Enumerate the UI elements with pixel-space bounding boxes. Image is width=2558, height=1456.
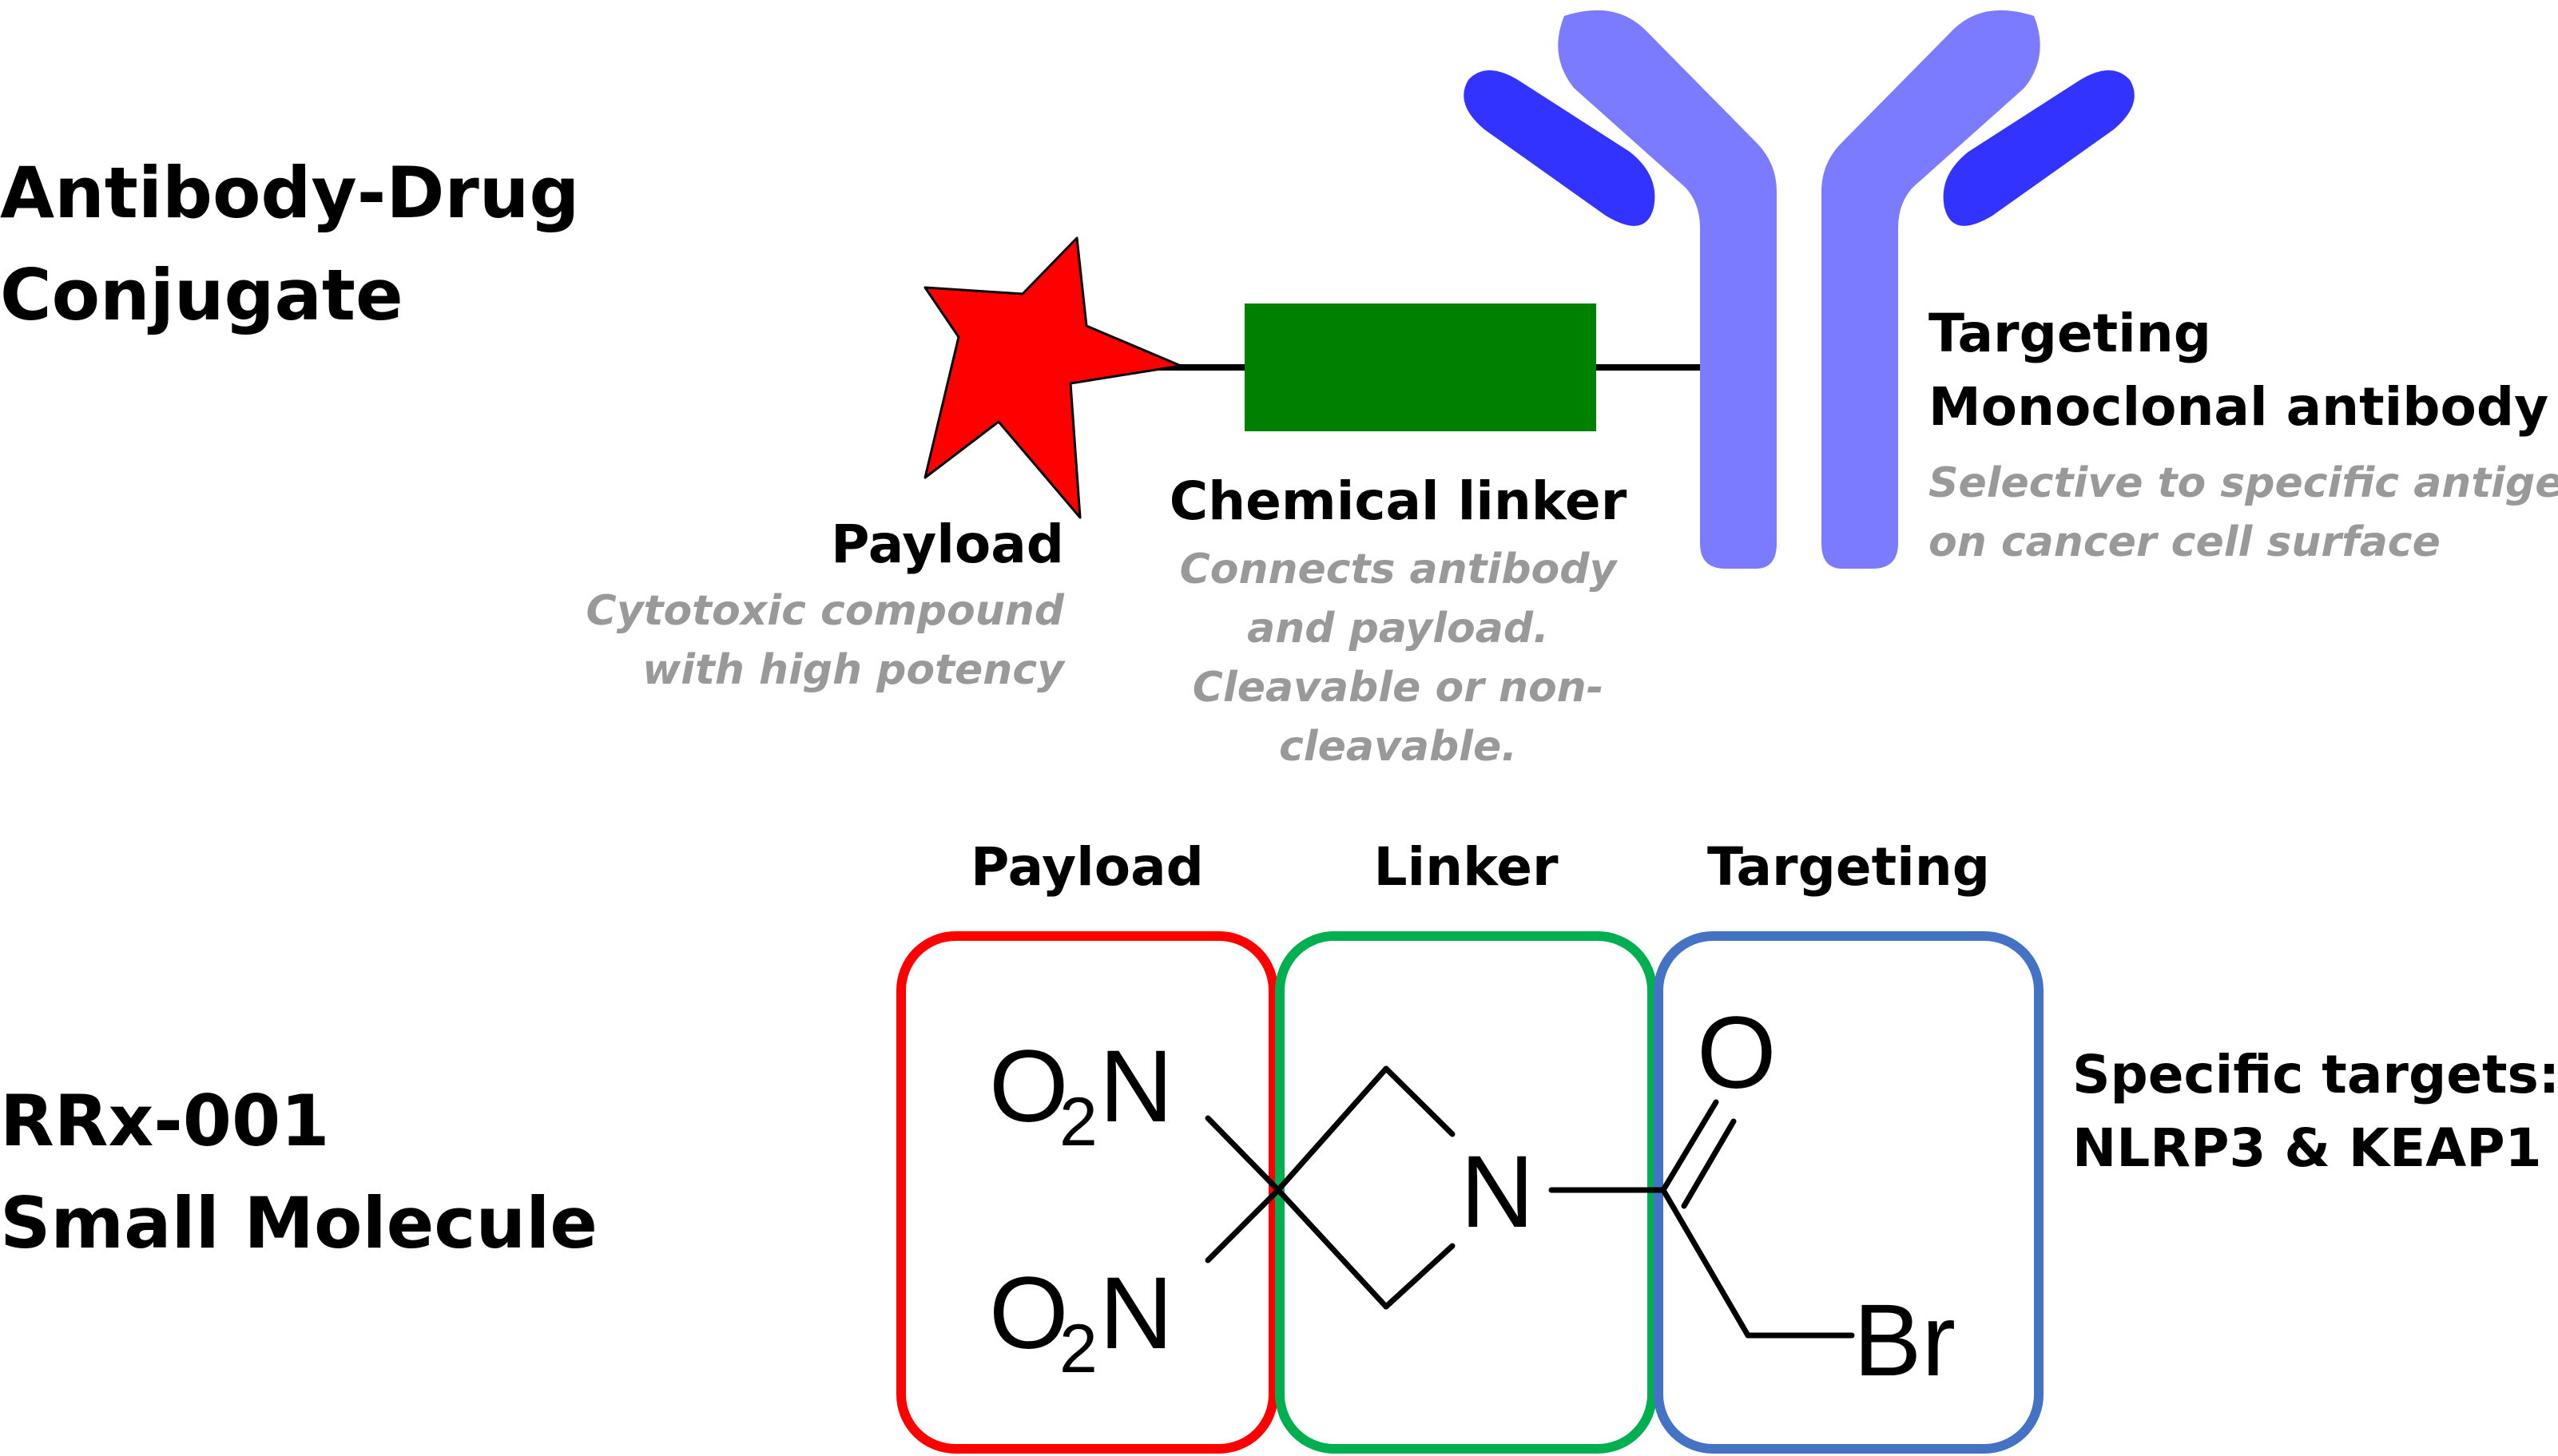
payload-title: Payload <box>687 508 1064 581</box>
adc-section-title: Antibody-Drug Conjugate <box>0 142 579 347</box>
payload-desc-line-1: Cytotoxic compound <box>586 587 1064 635</box>
payload-star-icon <box>924 236 1182 519</box>
group-label-targeting: Targeting <box>1658 831 2039 904</box>
atom-ring-n: N <box>1460 1135 1534 1249</box>
group-label-targeting-text: Targeting <box>1706 836 1990 898</box>
atom-sub-top: 2 <box>1059 1084 1098 1160</box>
chemical-linker-box <box>1245 303 1596 431</box>
atom-o-top: O <box>989 1030 1069 1144</box>
atom-o-bottom: O <box>989 1256 1069 1371</box>
specific-targets: Specific targets: NLRP3 & KEAP1 <box>2072 1038 2558 1185</box>
small-molecule-section-title: RRx-001 Small Molecule <box>0 1070 598 1275</box>
adc-title-line-1: Antibody-Drug <box>0 152 580 234</box>
specific-targets-line-1: Specific targets: <box>2072 1044 2558 1105</box>
small-molecule-title-line-1: RRx-001 <box>0 1080 330 1162</box>
group-label-linker-text: Linker <box>1373 836 1559 898</box>
atom-n-bottom: N <box>1099 1256 1173 1371</box>
adc-title-line-2: Conjugate <box>0 254 403 336</box>
linker-desc-line-2: and payload. <box>1247 605 1549 653</box>
monoclonal-antibody-icon <box>1464 10 2135 569</box>
group-label-payload: Payload <box>901 831 1273 904</box>
payload-desc-line-2: with high potency <box>642 646 1064 694</box>
antibody-desc-line-1: Selective to specific antigens <box>1928 459 2558 507</box>
specific-targets-line-2: NLRP3 & KEAP1 <box>2072 1117 2542 1179</box>
chemical-linker-title: Chemical linker <box>1142 465 1654 538</box>
antibody-title-line-2: Monoclonal antibody <box>1928 376 2549 438</box>
group-label-payload-text: Payload <box>971 836 1204 898</box>
chemical-linker-description: Connects antibody and payload. Cleavable… <box>1142 540 1654 776</box>
antibody-title-line-1: Targeting <box>1928 303 2212 364</box>
payload-description: Cytotoxic compound with high potency <box>543 581 1064 700</box>
linker-desc-line-3: Cleavable or non- <box>1192 664 1604 712</box>
atom-sub-bottom: 2 <box>1059 1311 1098 1387</box>
group-label-linker: Linker <box>1280 831 1652 904</box>
atom-o2n-bottom: O 2 N <box>989 1256 1173 1387</box>
atom-o2n-top: O 2 N <box>989 1030 1173 1160</box>
antibody-desc-line-2: on cancer cell surface <box>1928 518 2441 566</box>
payload-title-text: Payload <box>831 514 1064 575</box>
molecule-bonds <box>1205 1065 1855 1339</box>
antibody-description: Selective to specific antigens on cancer… <box>1928 454 2558 572</box>
antibody-title: Targeting Monoclonal antibody <box>1928 297 2548 444</box>
small-molecule-title-line-2: Small Molecule <box>0 1182 598 1264</box>
atom-carbonyl-o: O <box>1697 996 1777 1110</box>
atom-bromine: Br <box>1853 1283 1956 1398</box>
linker-desc-line-1: Connects antibody <box>1179 546 1617 593</box>
linker-desc-line-4: cleavable. <box>1278 723 1518 771</box>
chemical-linker-title-text: Chemical linker <box>1169 470 1627 532</box>
atom-n-top: N <box>1099 1030 1173 1144</box>
